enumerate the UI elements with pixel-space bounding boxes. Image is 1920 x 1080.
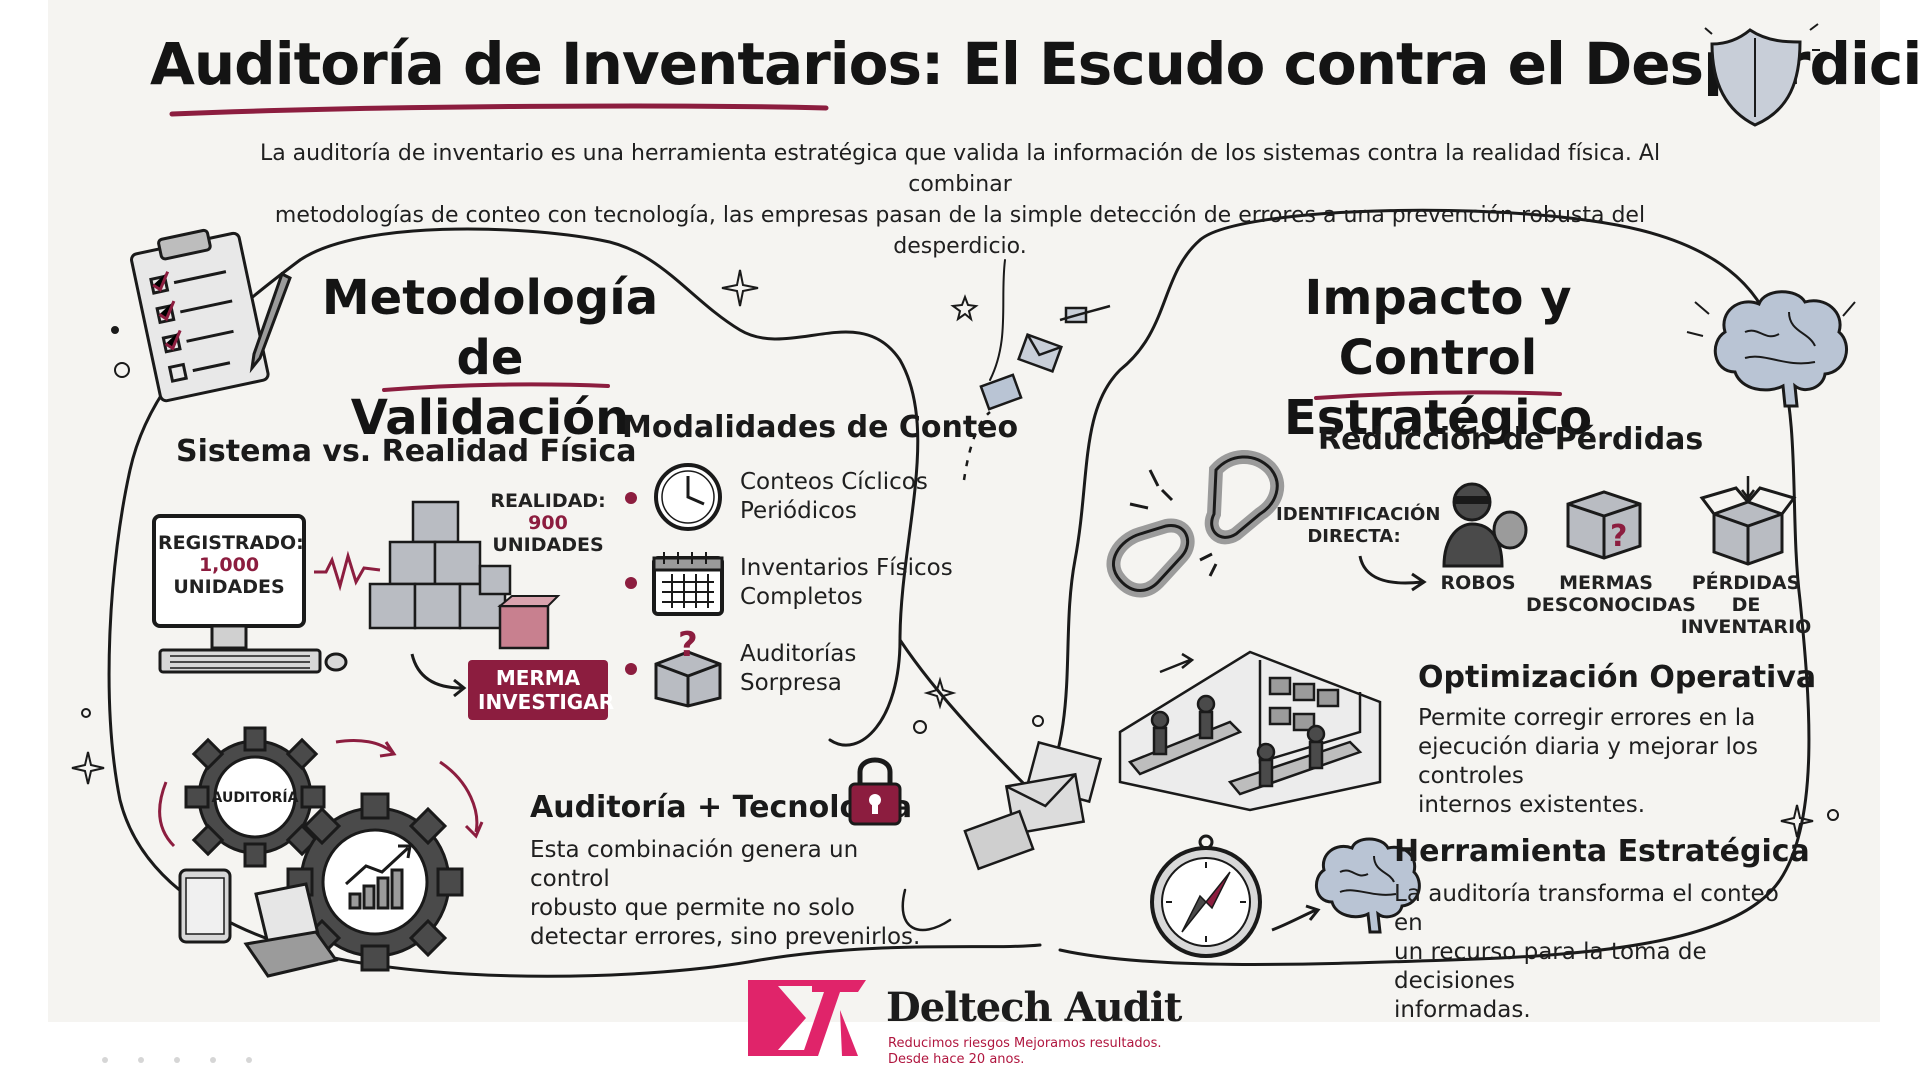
broken-chain-icon: [1106, 449, 1285, 598]
technology-text: Esta combinación genera un control robus…: [530, 836, 930, 952]
gear-label: AUDITORÍA: [211, 790, 299, 806]
counting-item-3: Auditorías Sorpresa: [740, 640, 856, 698]
page-title: Auditoría de Inventarios: El Escudo cont…: [150, 30, 1920, 98]
bullet-dot: [625, 663, 637, 675]
loss-item-line: MERMAS: [1559, 572, 1653, 594]
counting-item-1: Conteos Cíclicos Periódicos: [740, 468, 928, 526]
question-box-icon: ?: [1566, 490, 1642, 560]
technology-line: detectar errores, sino prevenirlos.: [530, 924, 921, 950]
brand-tagline-line: Reducimos riesgos Mejoramos resultados.: [888, 1036, 1162, 1051]
operational-text: Permite corregir errores en la ejecución…: [1418, 704, 1838, 820]
right-title-line1: Impacto y Control: [1304, 270, 1572, 386]
title-underline: [169, 103, 829, 117]
loss-item-inventory-loss: PÉRDIDAS DE INVENTARIO: [1676, 572, 1816, 638]
strategic-heading: Herramienta Estratégica: [1394, 834, 1810, 869]
loss-item-line: ROBOS: [1440, 572, 1516, 594]
brain-icon: [1686, 290, 1856, 408]
brand-tagline: Reducimos riesgos Mejoramos resultados. …: [888, 1036, 1162, 1068]
compass-icon: [1150, 834, 1262, 958]
system-vs-reality-heading: Sistema vs. Realidad Física: [176, 434, 637, 469]
computer-icon: [152, 514, 348, 674]
left-section-title: Metodología de Validación: [310, 268, 670, 448]
operational-line: ejecución diaria y mejorar los controles: [1418, 734, 1758, 789]
registered-units: UNIDADES: [173, 576, 285, 598]
devices-icon: [178, 868, 339, 978]
counting-item-line: Periódicos: [740, 498, 857, 524]
reality-label: REALIDAD:: [490, 490, 606, 512]
reality-units: UNIDADES: [492, 534, 604, 556]
strategic-text: La auditoría transforma el conteo en un …: [1394, 880, 1814, 1025]
thief-icon: [1442, 482, 1528, 568]
svg-text:?: ?: [678, 625, 698, 665]
identification-line: DIRECTA:: [1307, 526, 1401, 547]
clipboard-icon: [130, 228, 292, 403]
operational-heading: Optimización Operativa: [1418, 660, 1817, 695]
loss-item-line: PÉRDIDAS DE: [1691, 572, 1801, 616]
bullet-dot: [625, 577, 637, 589]
technology-line: robusto que permite no solo: [530, 895, 855, 921]
intro-line: metodologías de conteo con tecnología, l…: [274, 203, 1646, 259]
decorative-dots: [102, 1048, 342, 1067]
counting-item-line: Inventarios Físicos: [740, 555, 953, 581]
counting-item-line: Sorpresa: [740, 670, 842, 696]
strategic-line: La auditoría transforma el conteo en: [1394, 881, 1779, 936]
counting-heading: Modalidades de Conteo: [622, 410, 1019, 445]
counting-item-line: Conteos Cíclicos: [740, 469, 928, 495]
question-box-icon: ?: [654, 625, 722, 708]
counting-item-line: Auditorías: [740, 641, 857, 667]
counting-item-line: Completos: [740, 584, 863, 610]
registered-value: 1,000: [198, 554, 260, 576]
merma-label: MERMA: [495, 666, 581, 690]
right-title-line2: Estratégico: [1283, 390, 1593, 446]
brain-icon: [1315, 837, 1421, 934]
merma-arrow: [410, 653, 467, 698]
identification-label: IDENTIFICACIÓN DIRECTA:: [1276, 504, 1441, 548]
identification-line: IDENTIFICACIÓN: [1276, 504, 1441, 525]
decision-arrow: [1271, 904, 1321, 932]
registered-label: REGISTRADO:: [158, 532, 304, 554]
brand-name: Deltech Audit: [886, 984, 1182, 1031]
strategic-line: informadas.: [1394, 997, 1531, 1023]
technology-line: Esta combinación genera un control: [530, 837, 859, 892]
left-title-underline: [382, 382, 610, 392]
losses-heading: Reducción de Pérdidas: [1318, 422, 1704, 457]
merma-badge: MERMA INVESTIGAR: [468, 660, 615, 720]
loss-item-unknown-shrinkage: MERMAS DESCONOCIDAS: [1526, 572, 1696, 616]
warehouse-icon: [1118, 650, 1382, 812]
empty-box-icon: [1699, 476, 1797, 566]
bullet-dot: [625, 492, 637, 504]
operational-line: Permite corregir errores en la: [1418, 705, 1756, 731]
reality-text: REALIDAD: 900 UNIDADES: [488, 490, 608, 556]
shield-icon: [1704, 23, 1820, 127]
intro-paragraph: La auditoría de inventario es una herram…: [240, 138, 1680, 262]
right-title-underline: [1314, 390, 1562, 400]
identification-arrow: [1358, 555, 1427, 592]
loss-item-line: DESCONOCIDAS: [1526, 594, 1696, 616]
computer-screen-text: REGISTRADO: 1,000 UNIDADES: [158, 532, 304, 598]
calendar-icon: [652, 552, 724, 616]
discrepancy-wave: [314, 550, 381, 592]
left-title-line2: Validación: [350, 390, 630, 446]
svg-text:?: ?: [1610, 519, 1627, 554]
strategic-line: un recurso para la toma de decisiones: [1394, 939, 1707, 994]
technology-heading: Auditoría + Tecnología: [530, 790, 913, 825]
operational-line: internos existentes.: [1418, 792, 1646, 818]
clock-icon: [654, 463, 722, 531]
loss-item-robbery: ROBOS: [1428, 572, 1528, 594]
lock-icon: [848, 757, 902, 826]
left-title-line1: Metodología de: [321, 270, 659, 386]
brand-logo-mark: [748, 980, 866, 1056]
intro-line: La auditoría de inventario es una herram…: [259, 141, 1661, 197]
right-section-title: Impacto y Control Estratégico: [1228, 268, 1648, 448]
boxes-stack-icon: [368, 500, 561, 650]
counting-item-2: Inventarios Físicos Completos: [740, 554, 953, 612]
decorative-dots: [102, 1076, 342, 1080]
investigate-label: INVESTIGAR: [478, 690, 615, 714]
brand-tagline-line: Desde hace 20 anos.: [888, 1052, 1025, 1067]
envelopes-icon: [962, 304, 1111, 871]
loss-item-line: INVENTARIO: [1680, 616, 1812, 638]
reality-value: 900: [528, 512, 568, 534]
